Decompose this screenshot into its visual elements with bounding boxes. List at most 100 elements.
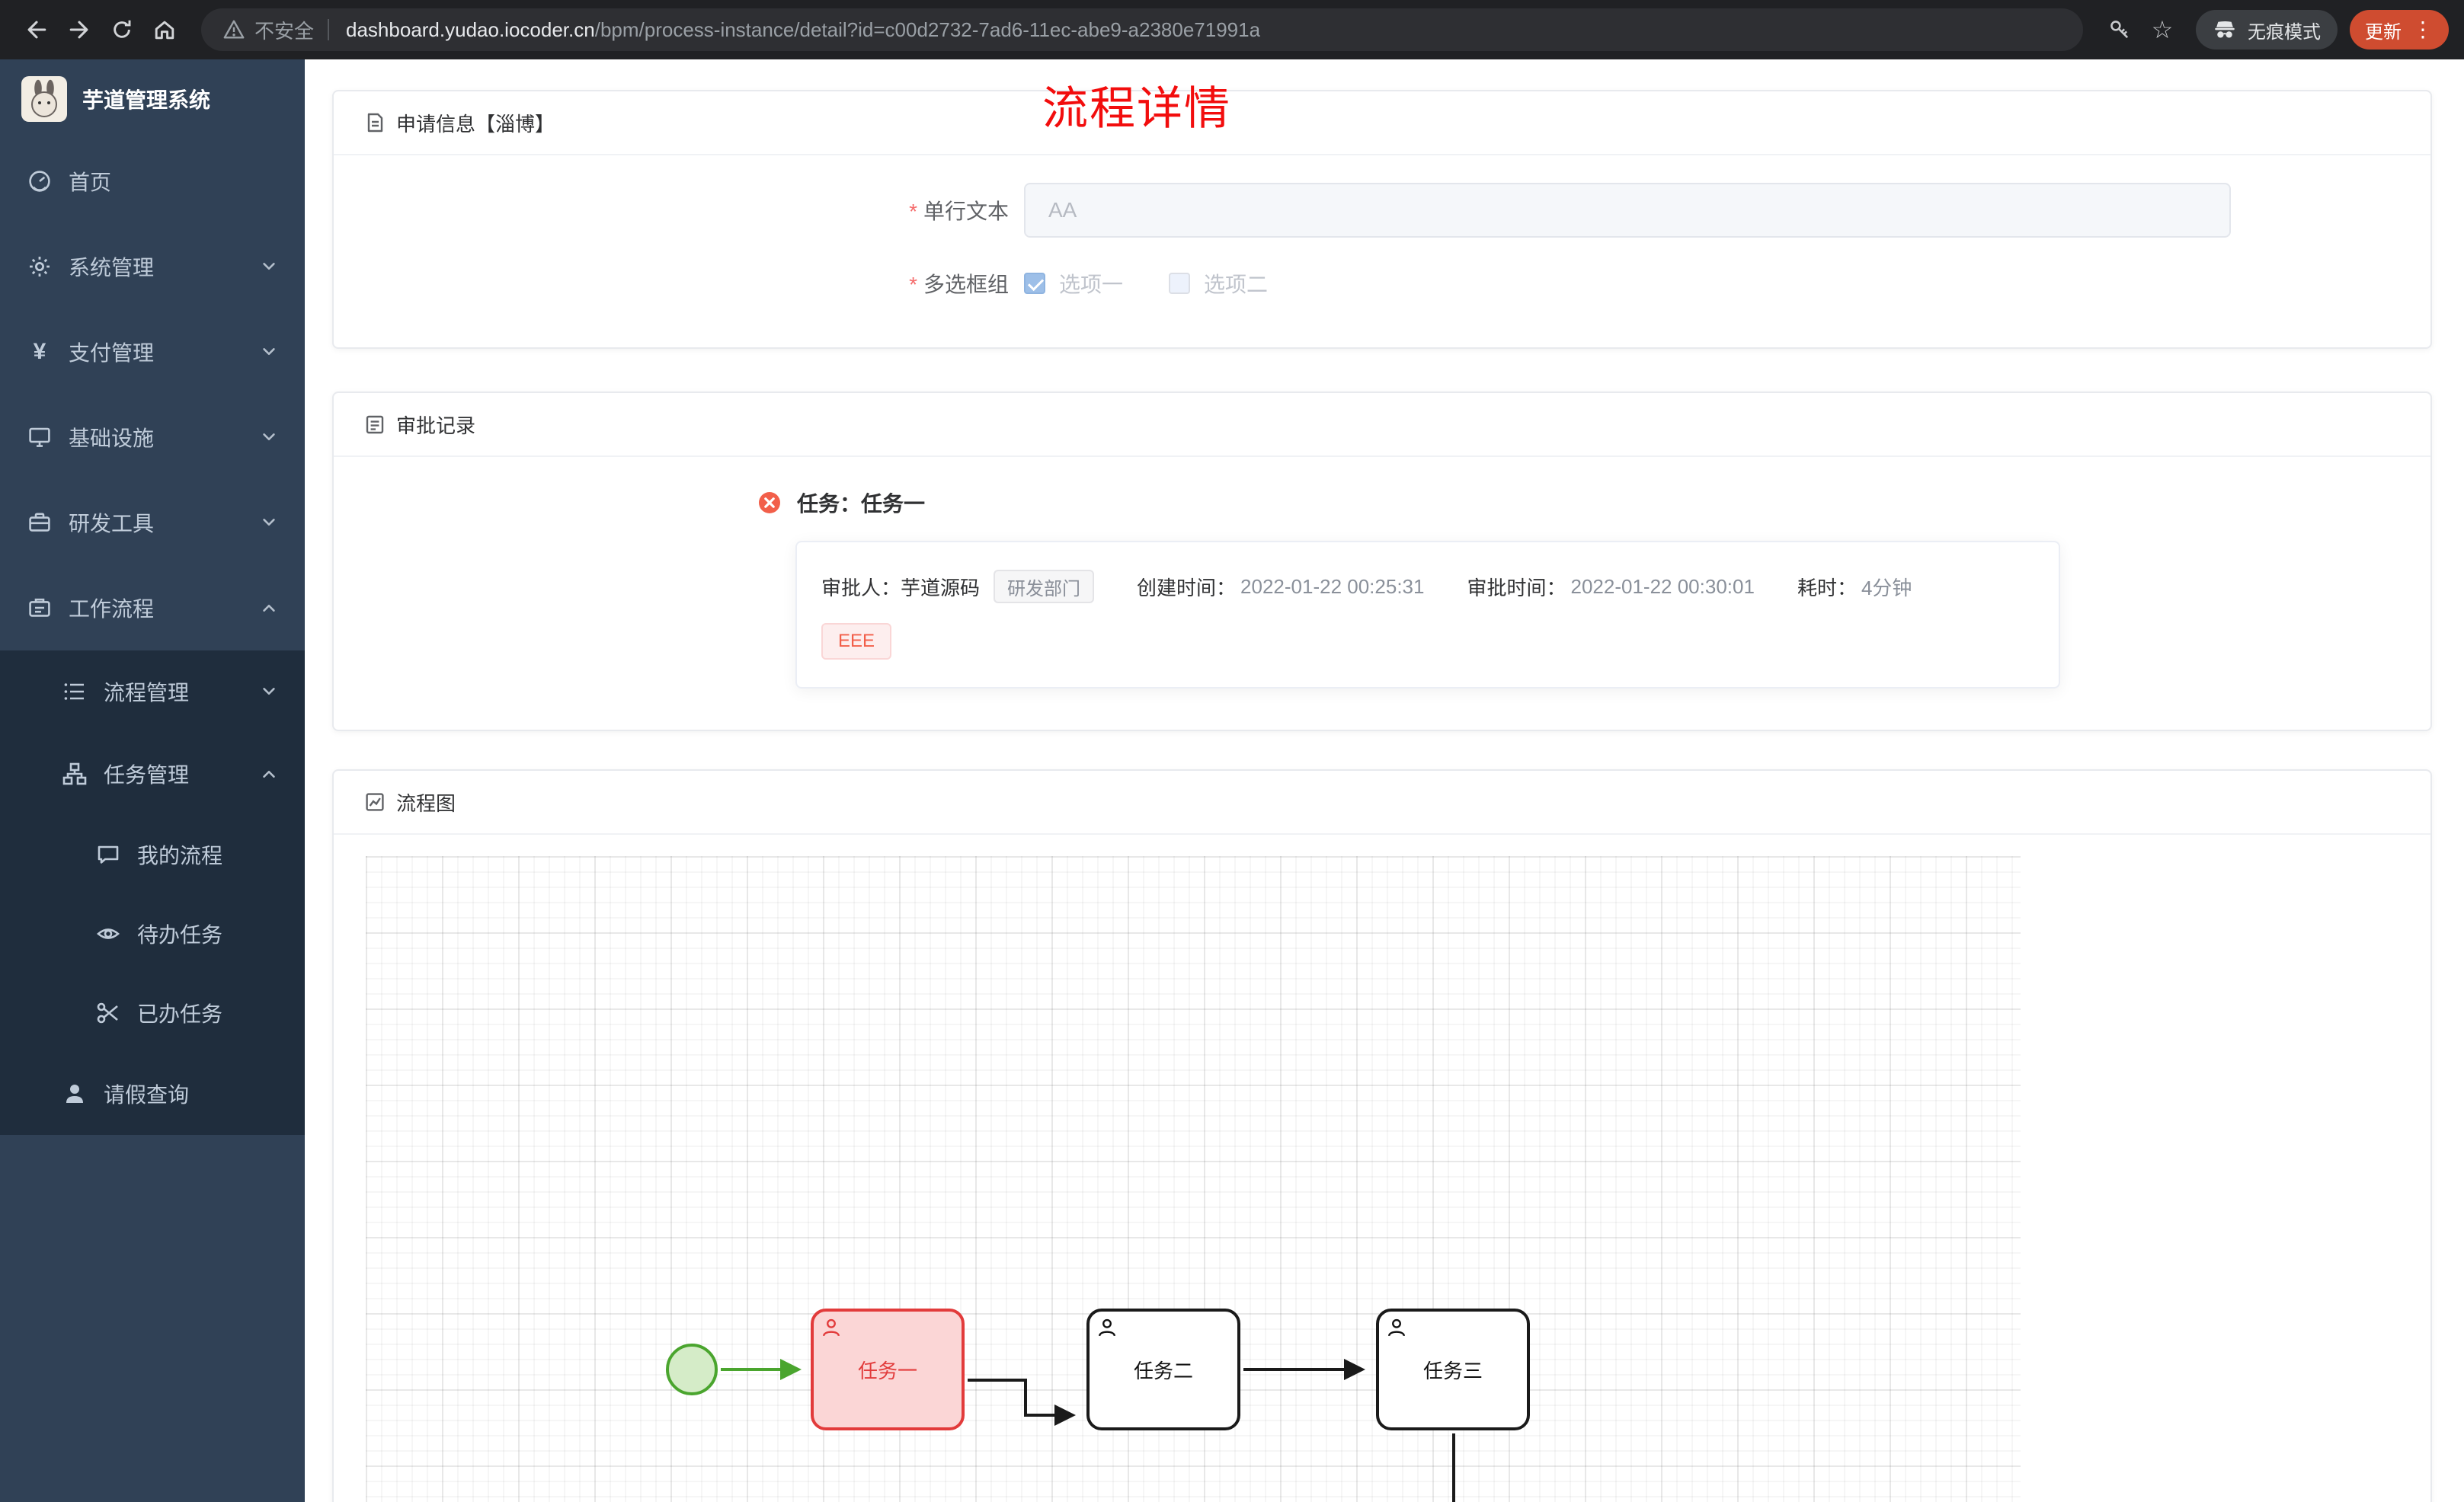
single-line-text-input[interactable]: AA <box>1024 183 2231 238</box>
sidebar-item-my-process[interactable]: 我的流程 <box>0 815 305 894</box>
approval-record-card: 审批记录 任务：任务一 审批人： 芋道源码 研发部门 创建时间： 2022-01… <box>332 391 2432 731</box>
bpmn-task-1[interactable]: 任务一 <box>811 1309 965 1430</box>
sidebar-item-label: 待办任务 <box>137 923 223 947</box>
sidebar-item-label: 我的流程 <box>137 844 223 868</box>
update-label: 更新 <box>2365 21 2402 43</box>
sidebar-item-payment[interactable]: ¥ 支付管理 <box>0 309 305 395</box>
sidebar-item-system[interactable]: 系统管理 <box>0 224 305 309</box>
workflow-submenu: 流程管理 任务管理 我的流程 待办任务 <box>0 650 305 1135</box>
back-arrow-icon <box>27 21 46 39</box>
incognito-icon <box>2215 21 2235 38</box>
sidebar-item-label: 工作流程 <box>69 597 155 621</box>
sidebar-item-label: 支付管理 <box>69 341 155 365</box>
checkbox-label: 选项一 <box>1059 273 1124 296</box>
sidebar-item-task-mgmt[interactable]: 任务管理 <box>0 733 305 815</box>
checkbox-group: 选项一 选项二 <box>1024 268 1314 299</box>
approval-detail-card: 审批人： 芋道源码 研发部门 创建时间： 2022-01-22 00:25:31… <box>795 541 2060 689</box>
tree-icon <box>61 762 88 786</box>
home-button[interactable] <box>143 8 186 51</box>
address-divider <box>328 19 330 40</box>
bpmn-start-event[interactable] <box>666 1344 718 1395</box>
browser-update-button[interactable]: 更新 ⋮ <box>2350 10 2449 50</box>
sidebar-item-infra[interactable]: 基础设施 <box>0 395 305 480</box>
page-title: 流程详情 <box>1042 83 1231 134</box>
sidebar-item-done-tasks[interactable]: 已办任务 <box>0 973 305 1053</box>
sidebar-item-home[interactable]: 首页 <box>0 139 305 224</box>
input-value: AA <box>1048 198 1077 222</box>
card-title: 申请信息【淄博】 <box>396 112 555 136</box>
sequence-flows <box>721 1359 1455 1502</box>
chevron-down-icon <box>261 429 277 446</box>
sidebar: 芋道管理系统 首页 系统管理 ¥ 支付管理 基础设施 <box>0 59 305 1502</box>
dashboard-icon <box>26 169 53 193</box>
app-title: 芋道管理系统 <box>82 88 211 112</box>
star-icon: ☆ <box>2151 16 2174 43</box>
diagram-icon <box>364 791 386 813</box>
approver-name: 芋道源码 <box>901 576 981 599</box>
field-label: *多选框组 <box>909 273 1009 296</box>
flow-task1-to-task2 <box>968 1379 1076 1426</box>
checkbox-option-2[interactable]: 选项二 <box>1169 268 1268 299</box>
user-icon <box>61 1082 88 1106</box>
required-asterisk: * <box>909 200 917 223</box>
sidebar-item-label: 基础设施 <box>69 427 155 450</box>
apply-info-card: 申请信息【淄博】 *单行文本 AA *多选框组 选项一 <box>332 90 2432 349</box>
approver-label: 审批人： <box>821 576 901 599</box>
key-icon <box>2110 21 2129 39</box>
diagram-body: 任务一 任务二 任务三 <box>334 835 2430 1502</box>
approval-timeline: 任务：任务一 审批人： 芋道源码 研发部门 创建时间： 2022-01-22 0… <box>334 457 2430 730</box>
chevron-down-icon <box>261 683 277 700</box>
back-button[interactable] <box>15 8 58 51</box>
form-row-text: *单行文本 AA <box>364 183 2400 238</box>
reload-icon <box>114 20 131 38</box>
app-logo-row[interactable]: 芋道管理系统 <box>0 59 305 139</box>
task-title: 任务：任务一 <box>797 492 926 516</box>
briefcase-icon <box>26 510 53 535</box>
bookmark-star-button[interactable]: ☆ <box>2141 8 2184 51</box>
reload-button[interactable] <box>101 8 143 51</box>
process-diagram-card: 流程图 <box>332 769 2432 1502</box>
sidebar-item-label: 任务管理 <box>104 763 190 787</box>
forward-button[interactable] <box>58 8 101 51</box>
reason-tag: EEE <box>821 623 892 660</box>
incognito-badge: 无痕模式 <box>2196 10 2338 50</box>
scissors-icon <box>94 1001 122 1025</box>
sidebar-item-label: 研发工具 <box>69 512 155 535</box>
bpmn-task-2[interactable]: 任务二 <box>1086 1309 1240 1430</box>
sidebar-item-label: 已办任务 <box>137 1002 223 1026</box>
apply-card-header: 申请信息【淄博】 <box>334 91 2430 155</box>
sidebar-item-devtools[interactable]: 研发工具 <box>0 480 305 565</box>
password-key-button[interactable] <box>2098 8 2141 51</box>
chevron-down-icon <box>261 514 277 531</box>
checkbox-option-1[interactable]: 选项一 <box>1024 268 1123 299</box>
checkbox-label: 选项二 <box>1204 273 1269 296</box>
approval-reason-row: EEE <box>821 623 2034 660</box>
warning-icon <box>222 18 245 41</box>
home-icon <box>155 21 174 40</box>
sidebar-item-leave-query[interactable]: 请假查询 <box>0 1053 305 1135</box>
bpmn-canvas[interactable]: 任务一 任务二 任务三 <box>366 856 2021 1502</box>
apply-form: *单行文本 AA *多选框组 选项一 选项二 <box>334 155 2430 347</box>
user-task-icon <box>1097 1318 1117 1337</box>
monitor-icon <box>26 425 53 449</box>
chat-bubble-icon <box>94 842 122 867</box>
yen-icon: ¥ <box>33 339 46 364</box>
sidebar-item-todo-tasks[interactable]: 待办任务 <box>0 894 305 973</box>
incognito-label: 无痕模式 <box>2248 21 2321 43</box>
sidebar-item-process-mgmt[interactable]: 流程管理 <box>0 650 305 733</box>
sidebar-item-workflow[interactable]: 工作流程 <box>0 565 305 650</box>
address-bar[interactable]: 不安全 dashboard.yudao.iocoder.cn/bpm/proce… <box>201 8 2083 51</box>
forward-arrow-icon <box>69 21 88 39</box>
field-label: *单行文本 <box>909 200 1009 223</box>
approve-time-value: 2022-01-22 00:30:01 <box>1570 574 1755 598</box>
bpmn-task-3[interactable]: 任务三 <box>1376 1309 1530 1430</box>
chevron-up-icon <box>261 765 277 782</box>
duration-value: 4分钟 <box>1861 576 1912 599</box>
approve-time-label: 审批时间： <box>1467 576 1566 599</box>
chevron-down-icon <box>261 258 277 275</box>
list-icon <box>61 679 88 704</box>
menu-dots-icon: ⋮ <box>2412 18 2434 41</box>
security-label: 不安全 <box>254 19 315 43</box>
workflow-icon <box>26 596 53 620</box>
approval-detail-row: 审批人： 芋道源码 研发部门 创建时间： 2022-01-22 00:25:31… <box>821 570 2034 603</box>
